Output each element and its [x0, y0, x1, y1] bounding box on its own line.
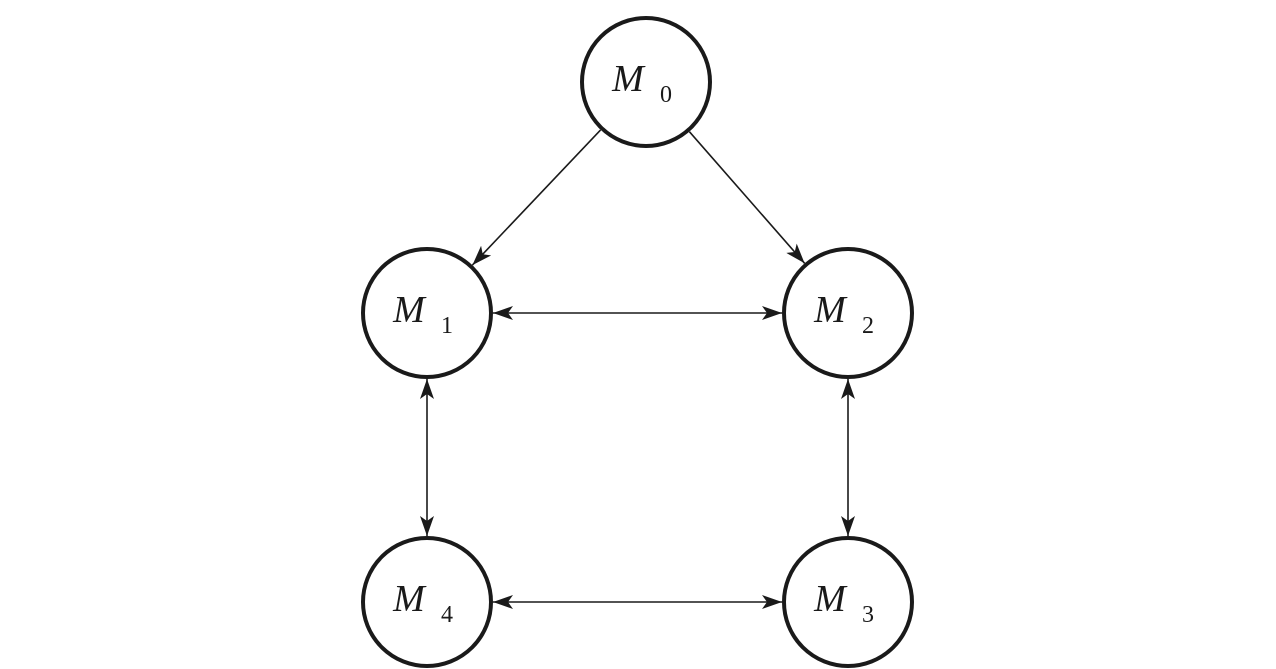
node-circle	[782, 247, 914, 379]
node-label-subscript: 4	[441, 602, 453, 628]
node-label-letter: M	[392, 578, 427, 620]
edge-m0-m2-arrow	[688, 131, 806, 264]
edge-m0-m1-arrow	[471, 129, 602, 266]
node-label-subscript: 0	[660, 82, 672, 108]
node-circle	[580, 16, 712, 148]
node-circle	[361, 536, 493, 668]
node-circle	[361, 247, 493, 379]
node-circle	[782, 536, 914, 668]
node-label-letter: M	[392, 289, 427, 331]
node-label-letter: M	[813, 289, 848, 331]
node-label-letter: M	[611, 58, 646, 100]
node-label-subscript: 2	[862, 313, 874, 339]
node-label-subscript: 1	[441, 313, 453, 339]
node-label-subscript: 3	[862, 602, 874, 628]
node-label-letter: M	[813, 578, 848, 620]
